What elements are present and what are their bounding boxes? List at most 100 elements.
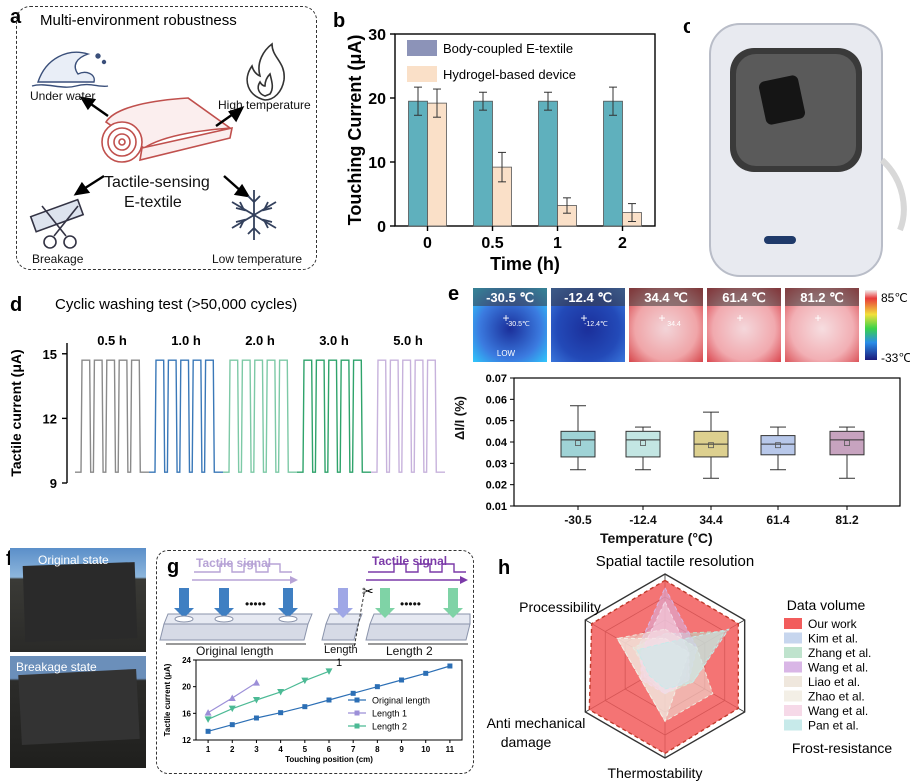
b-xtick-label: 0 [423, 235, 432, 252]
h-axis-label: Data volume [787, 597, 866, 613]
dots-left: ••••• [245, 597, 267, 611]
colorbar-min: -33℃ [881, 351, 910, 365]
b-legend-label: Hydrogel-based device [443, 67, 576, 82]
breakage-state-photo: Breakage state [10, 656, 146, 768]
crosshair-icon: + [658, 311, 665, 325]
washing-machine-photo [690, 20, 910, 282]
b-ylabel: Touching Current (μA) [345, 35, 365, 226]
h-legend-label: Our work [808, 617, 858, 631]
g-press-arrow [219, 588, 229, 610]
wave-icon [31, 51, 109, 88]
env-label-breakage: Breakage [32, 252, 84, 266]
d-series-label: 0.5 h [97, 333, 127, 348]
panel-g-schematic: ✂ [159, 563, 471, 649]
g-press-arrow [283, 588, 293, 610]
panel-b-label: b [333, 10, 346, 32]
thermal-inner-label: -12.4℃ [584, 321, 608, 328]
g-point [325, 668, 333, 675]
env-label-low-temp: Low temperature [212, 252, 303, 266]
b-bar [408, 100, 428, 227]
b-xtick-label: 1 [553, 235, 562, 252]
h-legend-label: Wang et al. [808, 661, 868, 675]
g-electrode [278, 615, 298, 623]
g-point [278, 710, 284, 716]
chart-e: 0.010.020.030.040.050.060.07 [486, 373, 901, 512]
panel-a-illustration [29, 42, 285, 249]
h-legend-swatch [784, 690, 802, 702]
e-xtick-label: 61.4 [766, 513, 790, 527]
g-electrode [174, 615, 194, 623]
h-legend-swatch [784, 618, 802, 629]
thermal-frame-header [473, 288, 547, 306]
d-ytick-label: 12 [43, 411, 57, 426]
e-xlabel: Temperature (°C) [600, 530, 713, 546]
h-legend-label: Wang et al. [808, 704, 868, 718]
d-series-label: 3.0 h [319, 333, 349, 348]
panel-g-box [156, 550, 474, 774]
g-xtick-label: 5 [303, 745, 308, 754]
arrows [73, 96, 251, 198]
g-xtick-label: 7 [351, 745, 356, 754]
panel-d-title: Cyclic washing test (>50,000 cycles) [55, 296, 298, 313]
h-legend-swatch [784, 705, 802, 716]
g-xtick-label: 9 [399, 745, 404, 754]
e-xtick-label: -30.5 [564, 513, 592, 527]
g-plate-right-2 [365, 623, 471, 641]
e-mean-marker [708, 442, 714, 449]
g-point [301, 677, 309, 685]
d-ytick-label: 15 [43, 347, 57, 362]
g-press-arrow-head [333, 608, 353, 618]
g-point [228, 694, 236, 701]
g-point [228, 705, 236, 713]
b-xlabel: Time (h) [490, 254, 560, 274]
e-ytick-label: 0.02 [486, 480, 507, 492]
g-point [302, 704, 308, 710]
e-ytick-label: 0.06 [486, 394, 507, 406]
g-press-arrow-head [375, 608, 395, 618]
g-point [399, 677, 405, 683]
g-press-arrow-head [214, 608, 234, 618]
b-ytick-label: 30 [368, 27, 386, 44]
thermal-frame-label: 81.2 ℃ [800, 290, 844, 305]
h-legend-swatch [784, 661, 802, 673]
g-press-arrow [448, 588, 458, 610]
d-series-line [75, 359, 149, 473]
center-label-1: Tactile-sensing [104, 174, 210, 191]
crosshair-icon: + [580, 311, 587, 325]
e-ytick-label: 0.03 [486, 458, 507, 470]
snowflake-icon [231, 190, 277, 240]
g-xtick-label: 6 [327, 745, 332, 754]
g-press-arrow [338, 588, 348, 610]
b-plot-frame [394, 33, 656, 227]
g-ytick-label: 20 [182, 683, 191, 692]
h-series-polygon [636, 628, 730, 690]
thermal-frame-header [551, 288, 625, 306]
g-xtick-label: 10 [421, 745, 430, 754]
e-box [625, 430, 661, 458]
h-legend-label: Pan et al. [808, 719, 859, 733]
length-2-label: Length 2 [386, 644, 433, 658]
b-legend-swatch [407, 66, 437, 82]
panel-e-label: e [448, 283, 460, 305]
h-axis-label: damage [501, 734, 552, 750]
b-legend-swatch [407, 40, 437, 56]
length-1-label: Length [324, 644, 358, 656]
thermal-frame-label: -12.4 ℃ [564, 290, 612, 305]
env-label-underwater: Under water [30, 89, 96, 103]
length-1-num: 1 [336, 657, 343, 669]
b-bar [538, 100, 558, 227]
g-xtick-label: 2 [230, 745, 235, 754]
panel-c-label: c [683, 16, 695, 38]
g-point [374, 684, 380, 690]
g-legend-marker [354, 697, 360, 703]
signal-label-right: Tactile signal [372, 554, 448, 568]
g-legend-label: Length 1 [372, 709, 407, 719]
g-point [350, 690, 356, 696]
g-press-arrow-head [174, 608, 194, 618]
g-ylabel: Tactile current (μA) [163, 663, 172, 736]
crosshair-icon: + [814, 311, 821, 325]
dots-right: ••••• [400, 597, 422, 611]
g-point [252, 679, 260, 686]
